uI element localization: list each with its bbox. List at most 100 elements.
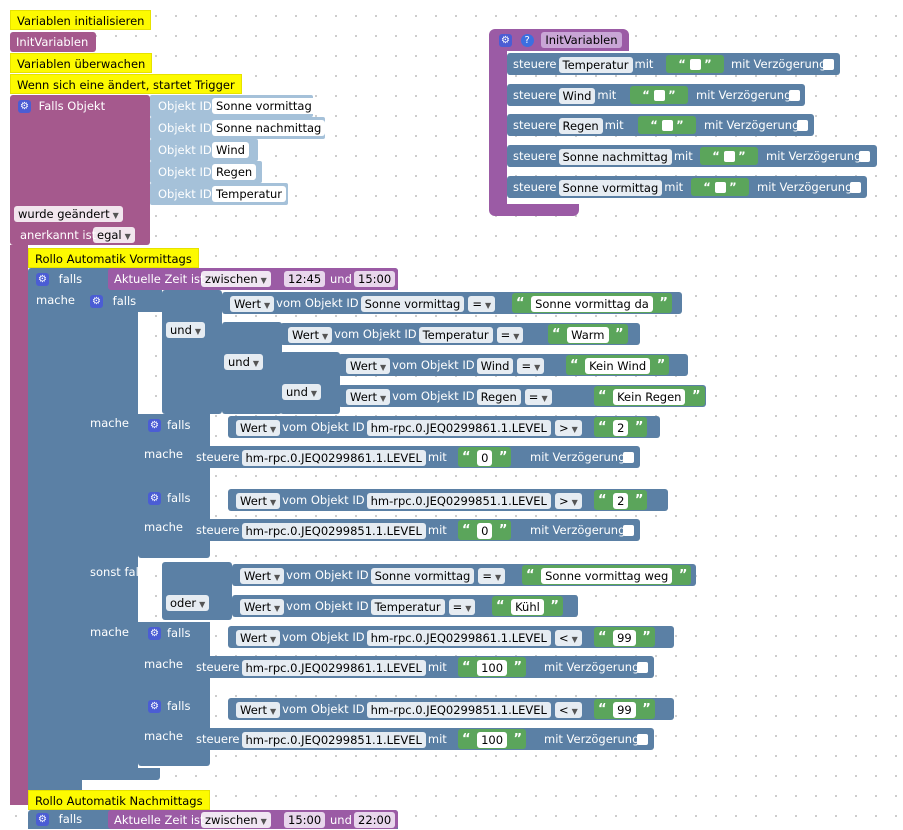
- empty-string-field[interactable]: [714, 182, 726, 193]
- delay-checkbox[interactable]: [850, 182, 861, 193]
- set-target[interactable]: Sonne nachmittag: [558, 148, 672, 165]
- or-block[interactable]: oder▼: [162, 562, 232, 620]
- and-block-outer[interactable]: und▼: [162, 290, 222, 414]
- object-field[interactable]: hm-rpc.0.JEQ0299851.1.LEVEL: [366, 492, 551, 509]
- gear-icon[interactable]: ⚙: [148, 492, 161, 505]
- eq-dropdown[interactable]: =▼: [448, 598, 476, 615]
- and-block-mid[interactable]: und▼: [222, 322, 282, 414]
- string-block[interactable]: “ Kühl ”: [492, 596, 563, 616]
- object-field[interactable]: Regen: [476, 388, 521, 405]
- or-op-dropdown[interactable]: oder▼: [166, 595, 210, 611]
- eq-dropdown[interactable]: =▼: [468, 295, 496, 312]
- string-block[interactable]: “ 99 ”: [594, 627, 655, 647]
- gear-icon[interactable]: ⚙: [90, 295, 103, 308]
- changed-dropdown[interactable]: wurde geändert▼: [14, 206, 123, 222]
- value-dropdown[interactable]: Wert▼: [346, 388, 391, 405]
- empty-string-block[interactable]: “ ”: [666, 55, 724, 73]
- trigger-block[interactable]: [10, 95, 150, 245]
- if-block-afternoon[interactable]: ⚙ falls Aktuelle Zeit ist zwischen▼ 15:0…: [28, 810, 398, 829]
- string-block[interactable]: “ 2 ”: [594, 417, 648, 437]
- empty-string-field[interactable]: [661, 120, 673, 131]
- value-dropdown[interactable]: Wert▼: [288, 326, 333, 343]
- time-condition-block[interactable]: Aktuelle Zeit ist zwischen▼ 12:45 und 15…: [108, 268, 398, 290]
- value-dropdown[interactable]: Wert▼: [236, 492, 281, 509]
- string-value[interactable]: Sonne vormittag weg: [541, 567, 673, 584]
- time-op-dropdown[interactable]: zwischen▼: [201, 812, 271, 828]
- string-value[interactable]: Kühl: [511, 598, 544, 615]
- string-block[interactable]: “ 0 ”: [458, 447, 512, 467]
- value-dropdown[interactable]: Wert▼: [240, 567, 285, 584]
- string-value[interactable]: 0: [477, 522, 493, 539]
- help-icon[interactable]: ?: [520, 34, 534, 47]
- object-id-block-2[interactable]: Objekt ID Sonne nachmittag: [150, 117, 326, 139]
- object-id-block-4[interactable]: Objekt ID Regen: [150, 161, 262, 183]
- object-field[interactable]: Temperatur: [370, 598, 445, 615]
- object-id-block-5[interactable]: Objekt ID Temperatur: [150, 183, 288, 205]
- string-value[interactable]: 100: [477, 731, 508, 748]
- comment-init[interactable]: Variablen initialisieren: [10, 10, 152, 30]
- eq-dropdown[interactable]: =▼: [496, 326, 524, 343]
- string-block[interactable]: “ 100 ”: [458, 729, 527, 749]
- set-target[interactable]: Regen: [558, 117, 603, 134]
- gear-icon[interactable]: ⚙: [148, 419, 161, 432]
- time-to-field[interactable]: 22:00: [354, 812, 396, 828]
- if-header-dev2[interactable]: ⚙falls: [138, 487, 210, 509]
- object-id-field[interactable]: Sonne vormittag: [212, 98, 316, 114]
- object-id-block-3[interactable]: Objekt ID Wind: [150, 139, 258, 161]
- object-field[interactable]: Sonne vormittag: [370, 567, 475, 584]
- empty-string-field[interactable]: [689, 59, 701, 70]
- nested-if-header[interactable]: ⚙ falls: [82, 290, 162, 312]
- string-value[interactable]: 2: [613, 419, 629, 436]
- procedure-header[interactable]: ⚙ ? InitVariablen: [489, 29, 629, 51]
- string-value[interactable]: 99: [613, 701, 636, 718]
- string-value[interactable]: 100: [477, 659, 508, 676]
- gear-icon[interactable]: ⚙: [36, 813, 49, 826]
- delay-checkbox[interactable]: [797, 120, 808, 131]
- object-field[interactable]: hm-rpc.0.JEQ0299861.1.LEVEL: [366, 419, 551, 436]
- call-initvariablen-block[interactable]: InitVariablen: [10, 32, 96, 52]
- empty-string-field[interactable]: [723, 151, 735, 162]
- comment-trigger-note[interactable]: Wenn sich eine ändert, startet Trigger: [10, 74, 242, 94]
- string-block[interactable]: “ Sonne vormittag weg ”: [522, 565, 692, 585]
- delay-checkbox[interactable]: [623, 525, 634, 536]
- set-target[interactable]: hm-rpc.0.JEQ0299861.1.LEVEL: [241, 449, 426, 466]
- procedure-name[interactable]: InitVariablen: [541, 32, 622, 48]
- object-field[interactable]: hm-rpc.0.JEQ0299861.1.LEVEL: [366, 629, 551, 646]
- set-target[interactable]: hm-rpc.0.JEQ0299851.1.LEVEL: [241, 522, 426, 539]
- op-dropdown[interactable]: <▼: [554, 701, 582, 718]
- if-header-dev2-lt[interactable]: ⚙falls: [138, 695, 210, 717]
- value-dropdown[interactable]: Wert▼: [230, 295, 275, 312]
- string-value[interactable]: Kein Wind: [585, 357, 651, 374]
- empty-string-block[interactable]: “ ”: [700, 147, 758, 165]
- delay-checkbox[interactable]: [859, 151, 870, 162]
- empty-string-field[interactable]: [653, 90, 665, 101]
- gear-icon[interactable]: ⚙: [148, 700, 161, 713]
- string-value[interactable]: 99: [613, 629, 636, 646]
- gear-icon[interactable]: ⚙: [499, 34, 512, 47]
- string-block[interactable]: “ 2 ”: [594, 490, 648, 510]
- string-block[interactable]: “ Kein Wind ”: [566, 355, 670, 375]
- and-op-dropdown[interactable]: und▼: [282, 384, 322, 400]
- delay-checkbox[interactable]: [637, 662, 648, 673]
- eq-dropdown[interactable]: =▼: [478, 567, 506, 584]
- value-dropdown[interactable]: Wert▼: [236, 701, 281, 718]
- value-dropdown[interactable]: Wert▼: [240, 598, 285, 615]
- op-dropdown[interactable]: >▼: [554, 492, 582, 509]
- object-field[interactable]: Temperatur: [418, 326, 493, 343]
- eq-dropdown[interactable]: =▼: [524, 388, 552, 405]
- and-block-inner[interactable]: und▼: [280, 352, 340, 414]
- string-value[interactable]: Sonne vormittag da: [531, 295, 653, 312]
- string-value[interactable]: 2: [613, 492, 629, 509]
- object-field[interactable]: Wind: [476, 357, 514, 374]
- set-target[interactable]: Temperatur: [558, 56, 633, 73]
- string-block[interactable]: “ 0 ”: [458, 520, 512, 540]
